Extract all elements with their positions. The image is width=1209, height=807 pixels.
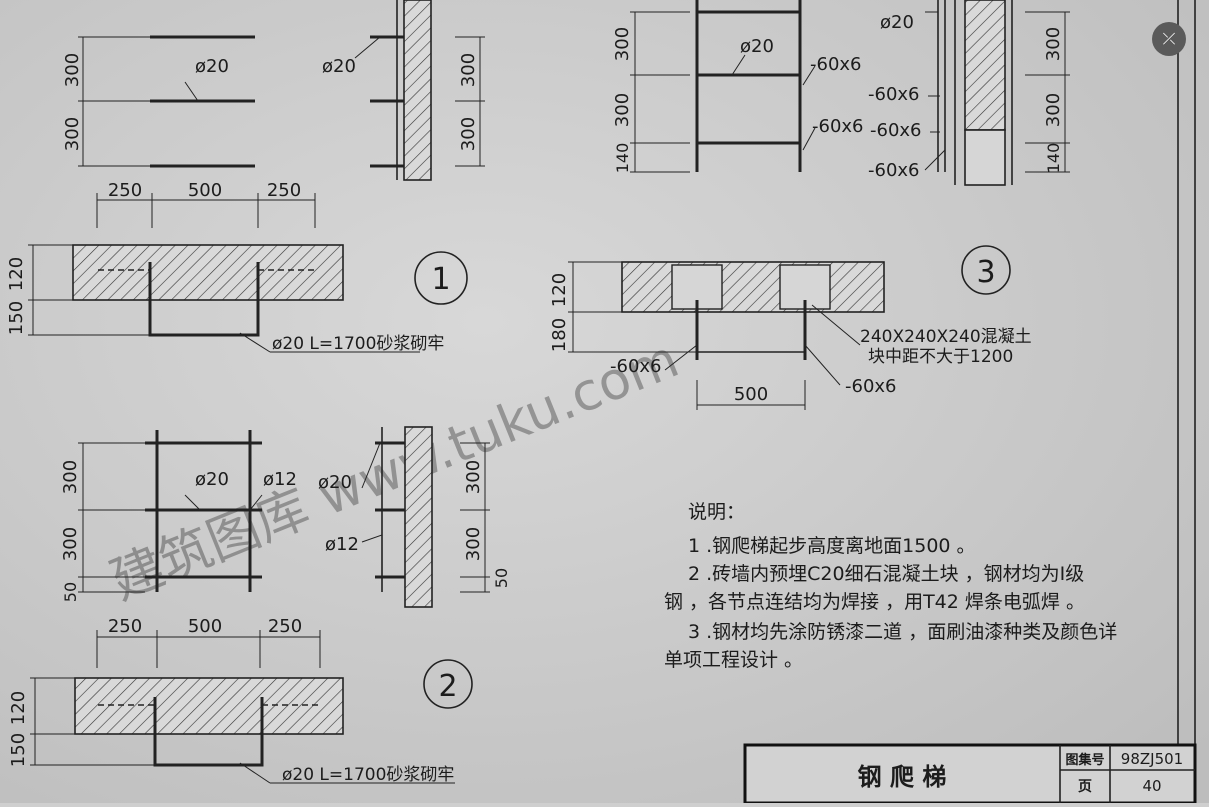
d3-flat-plan-2: -60x6: [845, 376, 897, 397]
d1-dim-v-wall-1: 300: [458, 53, 479, 87]
atlas-number: 98ZJ501: [1121, 750, 1183, 768]
d3-flat-1: -60x6: [810, 54, 862, 75]
d2-dim-v-1: 300: [60, 460, 81, 494]
d2-rod-label-b: ø12: [263, 469, 297, 490]
d1-dim-sec-1: 120: [6, 257, 27, 291]
page-label: 页: [1078, 779, 1092, 795]
notes-heading: 说明：: [688, 501, 745, 523]
d2-rod-label-wall-b: ø12: [325, 534, 359, 555]
d1-rod-label: ø20: [195, 56, 229, 77]
d2-dim-v-3: 50: [61, 582, 80, 602]
close-button[interactable]: ⤫: [1152, 22, 1186, 56]
d2-marker: [423, 659, 473, 709]
detail-2: 300 300 50 ø20 ø12 ø20 ø12 300 300 50 25…: [8, 426, 511, 785]
d2-dim-v-2: 300: [60, 527, 81, 561]
d1-note: ø20 L=1700砂浆砌牢: [272, 334, 444, 354]
d2-dim-h-1: 250: [108, 616, 142, 637]
d3-dim-h: 500: [734, 384, 768, 405]
d3-flat-wall-1: -60x6: [868, 84, 920, 105]
d2-dim-sec-1: 120: [8, 691, 29, 725]
d3-dim-v-wall-2: 300: [1043, 93, 1064, 127]
d3-marker-label: 3: [976, 255, 995, 290]
d2-marker-label: 2: [438, 669, 457, 704]
d2-note: ø20 L=1700砂浆砌牢: [282, 765, 454, 785]
d3-dim-sec-1: 120: [549, 273, 570, 307]
d2-rod-label-wall-a: ø20: [318, 472, 352, 493]
notes-line-4: 3 .钢材均先涂防锈漆二道 ，面刷油漆种类及颜色详: [688, 621, 1117, 643]
d1-dim-h-2: 500: [188, 180, 222, 201]
d1-dim-v-1: 300: [62, 53, 83, 87]
d3-wall-plan: [621, 261, 885, 313]
d2-dim-sec-2: 150: [8, 733, 29, 767]
d2-wall-section: [404, 426, 433, 608]
title-block: 钢 爬 梯 图集号 98ZJ501 页 40: [743, 743, 1197, 805]
d1-marker-label: 1: [431, 262, 450, 297]
d3-block-note-1: 240X240X240混凝土: [860, 327, 1032, 347]
detail-1: 300 300 ø20 ø20 300 300 250 500 250: [6, 0, 485, 354]
d2-dim-h-2: 500: [188, 616, 222, 637]
d3-flat-plan-1: -60x6: [610, 356, 662, 377]
d2-dim-v-wall-3: 50: [492, 568, 511, 588]
d3-rod-label-wall: ø20: [880, 12, 914, 33]
d2-dim-v-wall-1: 300: [463, 460, 484, 494]
d3-dim-v-wall-1: 300: [1043, 27, 1064, 61]
d3-wall-section: [964, 0, 1006, 131]
atlas-label: 图集号: [1065, 752, 1104, 768]
detail-3: 300 300 140 ø20 -60x6 -60x6 ø20 -60x6 -6…: [549, 0, 1070, 410]
d1-dim-h-3: 250: [267, 180, 301, 201]
title-text: 钢 爬 梯: [858, 763, 947, 791]
d3-marker: [961, 245, 1011, 295]
d3-dim-v-3: 140: [613, 143, 632, 174]
page-number: 40: [1142, 777, 1161, 795]
d1-dim-v-2: 300: [62, 117, 83, 151]
d3-flat-2: -60x6: [812, 116, 864, 137]
d3-block-note-2: 块中距不大于1200: [868, 347, 1013, 367]
d1-marker: [414, 251, 468, 305]
d3-flat-wall-2: -60x6: [870, 120, 922, 141]
d1-dim-sec-2: 150: [6, 301, 27, 335]
d3-rod-label: ø20: [740, 36, 774, 57]
d3-dim-v-1: 300: [612, 27, 633, 61]
d2-rod-label: ø20: [195, 469, 229, 490]
d3-dim-v-2: 300: [612, 93, 633, 127]
d3-dim-v-wall-3: 140: [1044, 143, 1063, 174]
notes: 说明： 1 .钢爬梯起步高度离地面1500 。 2 .砖墙内预埋C20细石混凝土…: [664, 501, 1117, 671]
d1-dim-h-1: 250: [108, 180, 142, 201]
notes-line-5: 单项工程设计 。: [664, 649, 803, 671]
d2-dim-v-wall-2: 300: [463, 527, 484, 561]
d1-dim-v-wall-2: 300: [458, 117, 479, 151]
d3-dim-sec-2: 180: [549, 318, 570, 352]
notes-line-3: 钢 ，各节点连结均为焊接 ，用T42 焊条电弧焊 。: [664, 591, 1085, 613]
d2-dim-h-3: 250: [268, 616, 302, 637]
d1-wall-plan: [72, 244, 344, 301]
d2-wall-plan: [74, 677, 344, 735]
d3-concrete-block: [964, 129, 1006, 186]
d1-wall-section: [403, 0, 432, 181]
notes-line-2: 2 .砖墙内预埋C20细石混凝土块 ，钢材均为Ⅰ级: [688, 563, 1084, 585]
d3-flat-wall-3: -60x6: [868, 160, 920, 181]
d1-rod-label-wall: ø20: [322, 56, 356, 77]
notes-line-1: 1 .钢爬梯起步高度离地面1500 。: [688, 535, 976, 557]
